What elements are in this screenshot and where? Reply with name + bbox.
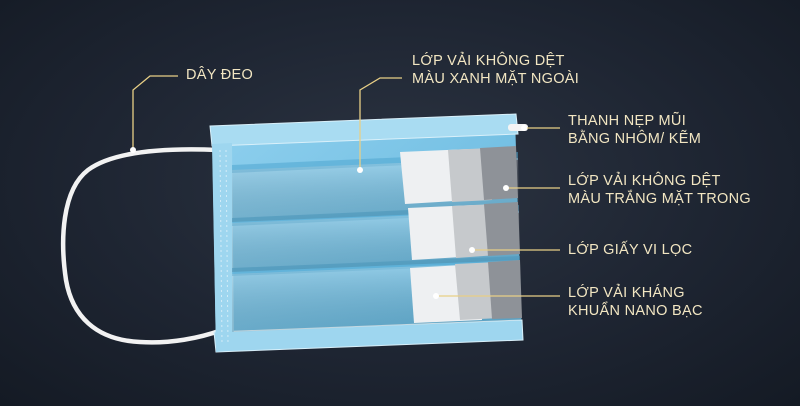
label-filter-layer: LỚP GIẤY VI LỌC <box>568 241 692 259</box>
dot-outer-layer <box>357 167 363 173</box>
label-ear-loop-text: DÂY ĐEO <box>186 67 254 83</box>
label-outer-layer: LỚP VẢI KHÔNG DỆT MÀU XANH MẶT NGOÀI <box>412 52 579 88</box>
label-outer-layer-line1: LỚP VẢI KHÔNG DỆT <box>412 53 565 69</box>
label-ear-loop: DÂY ĐEO <box>186 66 253 84</box>
label-nose-wire: THANH NẸP MŨI BẰNG NHÔM/ KẼM <box>568 112 701 148</box>
dot-antibacterial-layer <box>433 293 439 299</box>
dot-filter-layer <box>469 247 475 253</box>
leader-outer-layer <box>359 77 402 170</box>
dot-ear-loop <box>130 147 136 153</box>
filter-layer <box>448 148 500 320</box>
ear-loop <box>61 147 225 345</box>
label-filter-layer-text: LỚP GIẤY VI LỌC <box>568 242 693 258</box>
label-inner-layer-line2: MÀU TRẮNG MẶT TRONG <box>568 191 751 207</box>
label-outer-layer-line2: MÀU XANH MẶT NGOÀI <box>412 71 580 87</box>
label-antibacterial-layer-line1: LỚP VẢI KHÁNG <box>568 285 685 301</box>
top-binding <box>209 113 519 147</box>
left-edge <box>212 143 234 352</box>
label-nose-wire-line1: THANH NẸP MŨI <box>568 113 687 129</box>
label-inner-layer: LỚP VẢI KHÔNG DỆT MÀU TRẮNG MẶT TRONG <box>568 172 751 208</box>
leader-lines <box>132 75 560 297</box>
label-antibacterial-layer-line2: KHUẨN NANO BẠC <box>568 303 703 319</box>
label-nose-wire-line2: BẰNG NHÔM/ KẼM <box>568 131 702 147</box>
dot-inner-layer <box>503 185 509 191</box>
leader-ear-loop <box>132 75 178 150</box>
label-inner-layer-line1: LỚP VẢI KHÔNG DỆT <box>568 173 721 189</box>
dot-nose-wire <box>521 125 527 131</box>
label-antibacterial-layer: LỚP VẢI KHÁNG KHUẨN NANO BẠC <box>568 284 703 320</box>
